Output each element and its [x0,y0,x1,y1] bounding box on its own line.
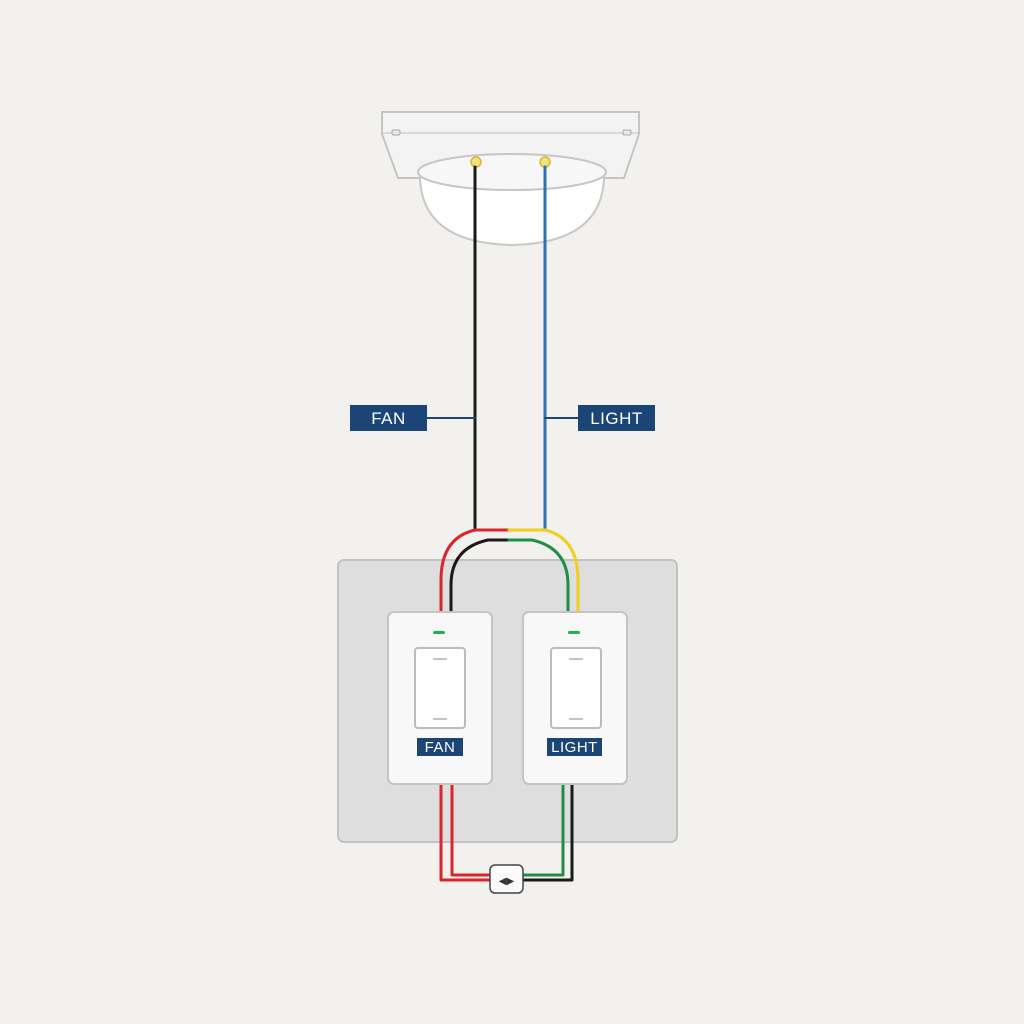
ceiling-fixture [381,111,640,247]
connector-arrows-icon: ◀▶ [499,876,515,887]
terminal-fan [470,156,482,168]
wire-black-to-fan-switch [449,538,511,614]
light-switch-rocker[interactable] [550,647,602,729]
wire-red-down-2 [450,782,492,877]
canopy-screw-right [622,129,632,136]
light-switch[interactable]: LIGHT [522,611,628,785]
wire-connector-body [489,864,524,894]
light-switch-label-bg [547,738,602,756]
canopy-screw-left [391,129,401,136]
fan-switch-label-bg [417,738,463,756]
label-light-wire-text: LIGHT [590,409,643,428]
wire-red-down-1 [439,782,492,882]
label-light-wire: LIGHT [578,405,655,431]
wire-green-down-1 [521,782,565,877]
globe-ring [417,153,607,191]
light-switch-indicator [568,631,580,634]
label-fan-wire: FAN [350,405,427,431]
wire-green-to-light-switch [507,538,570,614]
fan-switch-label: FAN [425,739,456,756]
label-fan-wire-text: FAN [371,409,406,428]
wire-connector: ◀▶ [489,864,524,894]
fan-switch[interactable]: FAN [387,611,493,785]
wire-red-to-fan-switch [439,528,477,614]
wire-black-down [521,782,574,882]
fan-switch-rocker[interactable] [414,647,466,729]
fan-switch-indicator [433,631,445,634]
wire-yellow-to-light-switch [507,528,580,614]
wiring [426,165,580,882]
light-globe [418,174,606,247]
light-switch-label: LIGHT [551,739,598,756]
